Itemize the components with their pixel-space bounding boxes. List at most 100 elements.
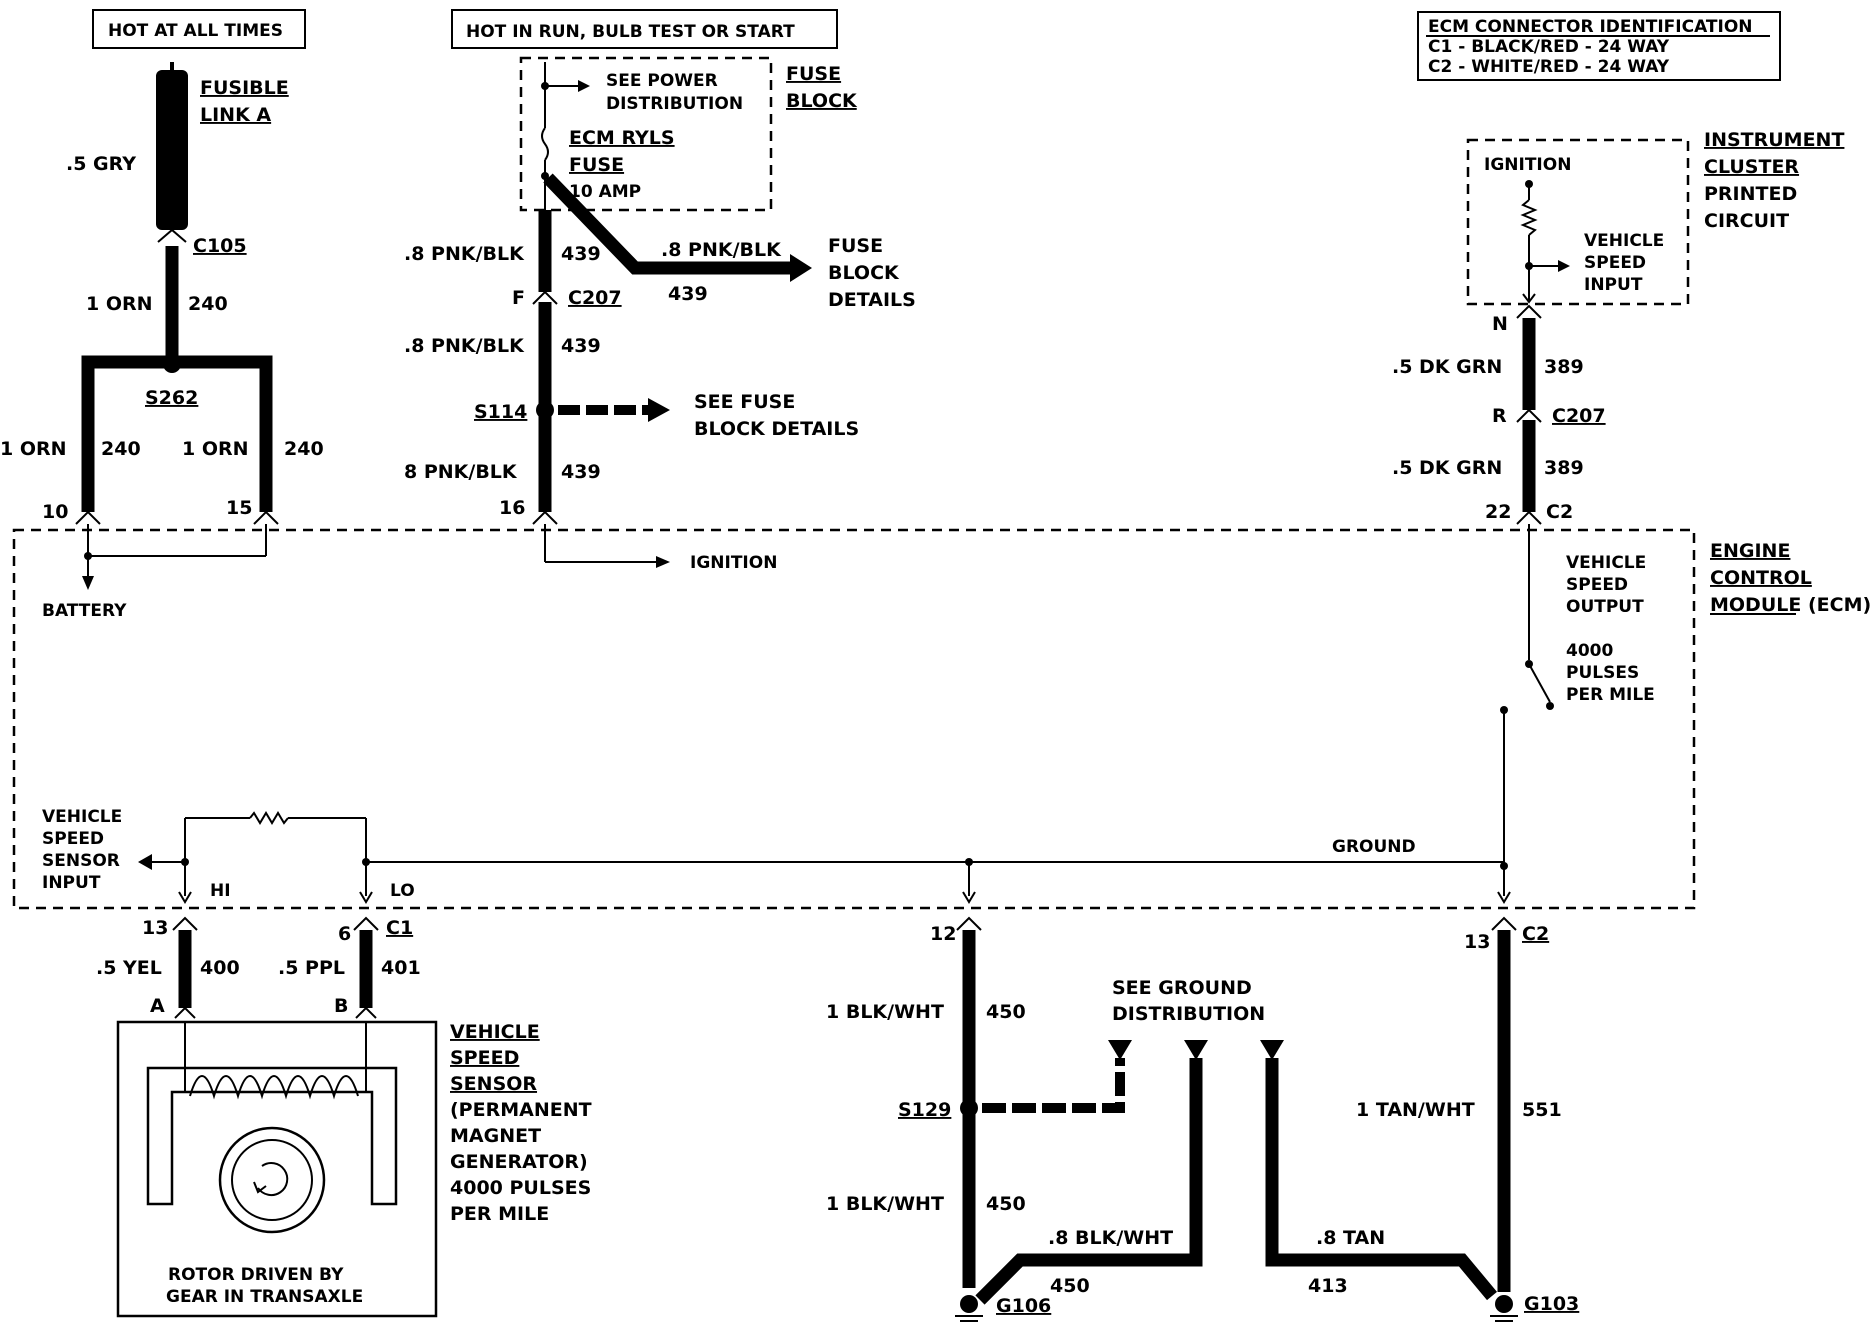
svg-text:240: 240: [284, 438, 324, 460]
svg-text:BLOCK DETAILS: BLOCK DETAILS: [694, 418, 859, 440]
svg-text:LO: LO: [390, 881, 415, 901]
svg-text:6: 6: [338, 923, 351, 945]
svg-text:A: A: [150, 995, 165, 1017]
svg-text:PER MILE: PER MILE: [450, 1203, 549, 1225]
wire-439-branch: .8 PNK/BLK 439 FUSE BLOCK DETAILS: [543, 173, 916, 311]
wire-413-tan: .8 TAN 413: [1265, 1058, 1497, 1301]
svg-text:SPEED: SPEED: [1584, 253, 1646, 273]
svg-text:BATTERY: BATTERY: [42, 601, 127, 621]
svg-text:DETAILS: DETAILS: [828, 289, 916, 311]
splice-s114: S114 SEE FUSE BLOCK DETAILS: [474, 391, 859, 440]
svg-text:FUSE: FUSE: [569, 154, 624, 176]
svg-text:INPUT: INPUT: [42, 873, 101, 893]
svg-text:C207: C207: [568, 287, 622, 309]
vehicle-speed-sensor: ROTOR DRIVEN BY GEAR IN TRANSAXLE: [116, 1020, 438, 1318]
svg-text:GENERATOR): GENERATOR): [450, 1151, 588, 1173]
svg-text:SEE GROUND: SEE GROUND: [1112, 977, 1252, 999]
svg-text:439: 439: [561, 461, 601, 483]
svg-text:439: 439: [668, 283, 708, 305]
svg-text:N: N: [1492, 313, 1508, 335]
svg-text:VEHICLE: VEHICLE: [42, 807, 122, 827]
svg-text:SPEED: SPEED: [450, 1047, 519, 1069]
svg-text:HOT AT ALL TIMES: HOT AT ALL TIMES: [108, 21, 283, 41]
vehicle-speed-sensor-label: VEHICLE SPEED SENSOR (PERMANENT MAGNET G…: [450, 1021, 592, 1225]
svg-text:OUTPUT: OUTPUT: [1566, 597, 1644, 617]
svg-text:HOT IN RUN, BULB TEST OR START: HOT IN RUN, BULB TEST OR START: [466, 22, 795, 42]
wire-240-trunk: 1 ORN 240: [86, 246, 228, 362]
svg-text:15: 15: [226, 497, 252, 519]
svg-text:551: 551: [1522, 1099, 1562, 1121]
svg-text:ECM RYLS: ECM RYLS: [569, 127, 675, 149]
svg-text:VEHICLE: VEHICLE: [450, 1021, 540, 1043]
svg-text:389: 389: [1544, 457, 1584, 479]
svg-text:SEE POWER: SEE POWER: [606, 71, 718, 91]
header-hot-in-run: HOT IN RUN, BULB TEST OR START: [451, 9, 838, 49]
svg-text:SPEED: SPEED: [1566, 575, 1628, 595]
svg-text:439: 439: [561, 335, 601, 357]
svg-text:IGNITION: IGNITION: [690, 553, 777, 573]
wire-439: .8 PNK/BLK 439 F C207 .8 PNK/BLK 439 8 P…: [404, 176, 622, 525]
svg-text:CIRCUIT: CIRCUIT: [1704, 210, 1789, 232]
svg-text:S262: S262: [145, 387, 198, 409]
svg-text:.8 BLK/WHT: .8 BLK/WHT: [1048, 1227, 1173, 1249]
fusible-link-a: FUSIBLE LINK A .5 GRY: [66, 62, 289, 230]
svg-text:C105: C105: [193, 235, 247, 257]
svg-text:G103: G103: [1524, 1293, 1579, 1315]
svg-text:R: R: [1492, 405, 1507, 427]
svg-text:10: 10: [42, 501, 68, 523]
svg-text:8 PNK/BLK: 8 PNK/BLK: [404, 461, 518, 483]
ecm-vss-input-circuit: VEHICLE SPEED SENSOR INPUT HI LO GROUND: [42, 807, 1511, 904]
svg-text:ECM CONNECTOR IDENTIFICATION: ECM CONNECTOR IDENTIFICATION: [1428, 17, 1753, 37]
svg-text:1 ORN: 1 ORN: [182, 438, 249, 460]
svg-text:.5 PPL: .5 PPL: [278, 957, 345, 979]
svg-text:1 ORN: 1 ORN: [0, 438, 67, 460]
svg-text:13: 13: [142, 917, 168, 939]
svg-text:CONTROL: CONTROL: [1710, 567, 1812, 589]
svg-text:450: 450: [986, 1193, 1026, 1215]
svg-text:SENSOR: SENSOR: [450, 1073, 537, 1095]
svg-text:10 AMP: 10 AMP: [569, 182, 641, 202]
svg-text:(PERMANENT: (PERMANENT: [450, 1099, 592, 1121]
svg-text:INPUT: INPUT: [1584, 275, 1643, 295]
see-ground-distribution: SEE GROUND DISTRIBUTION: [1108, 977, 1284, 1060]
svg-text:.5 YEL: .5 YEL: [96, 957, 162, 979]
svg-text:SENSOR: SENSOR: [42, 851, 120, 871]
svg-text:VEHICLE: VEHICLE: [1584, 231, 1664, 251]
svg-text:C1: C1: [386, 917, 413, 939]
ecm-ignition-input: IGNITION: [544, 524, 777, 573]
svg-text:401: 401: [381, 957, 421, 979]
svg-text:DISTRIBUTION: DISTRIBUTION: [606, 94, 743, 114]
svg-text:IGNITION: IGNITION: [1484, 155, 1571, 175]
wire-450-blk-wht: .8 BLK/WHT 450: [975, 1058, 1203, 1305]
svg-text:4000: 4000: [1566, 641, 1613, 661]
splice-s262: S262: [81, 355, 273, 512]
svg-text:B: B: [334, 995, 348, 1017]
svg-text:VEHICLE: VEHICLE: [1566, 553, 1646, 573]
svg-text:MODULE (ECM): MODULE (ECM): [1710, 594, 1871, 616]
ecm-connector-identification: ECM CONNECTOR IDENTIFICATION C1 - BLACK/…: [1417, 11, 1781, 81]
svg-text:S114: S114: [474, 401, 527, 423]
fusible-link-label-1: FUSIBLE: [200, 77, 289, 99]
svg-text:.8 PNK/BLK: .8 PNK/BLK: [404, 335, 525, 357]
ground-g103: G103: [1490, 1293, 1579, 1322]
svg-text:400: 400: [200, 957, 240, 979]
svg-text:FUSE: FUSE: [828, 235, 883, 257]
ecm-battery-input: BATTERY: [42, 524, 267, 621]
svg-text:240: 240: [188, 293, 228, 315]
svg-text:F: F: [512, 287, 525, 309]
fusible-link-label-2: LINK A: [200, 104, 271, 126]
svg-text:BLOCK: BLOCK: [786, 90, 858, 112]
svg-text:PRINTED: PRINTED: [1704, 183, 1797, 205]
wire-240-left-labels: 1 ORN 240 1 ORN 240 10 15: [0, 438, 324, 525]
svg-text:BLOCK: BLOCK: [828, 262, 900, 284]
svg-text:.5 DK GRN: .5 DK GRN: [1392, 356, 1502, 378]
splice-s129: S129: [898, 1058, 1125, 1121]
fusible-link-wire-label: .5 GRY: [66, 153, 136, 175]
wire-551: 13 C2 1 TAN/WHT 551: [1356, 916, 1562, 1292]
wire-400-401: 13 6 C1 .5 YEL 400 .5 PPL 401 A B: [96, 916, 421, 1019]
svg-text:450: 450: [1050, 1275, 1090, 1297]
svg-text:S129: S129: [898, 1099, 951, 1121]
connector-c105: C105: [157, 228, 247, 257]
svg-text:PULSES: PULSES: [1566, 663, 1639, 683]
svg-text:MAGNET: MAGNET: [450, 1125, 541, 1147]
